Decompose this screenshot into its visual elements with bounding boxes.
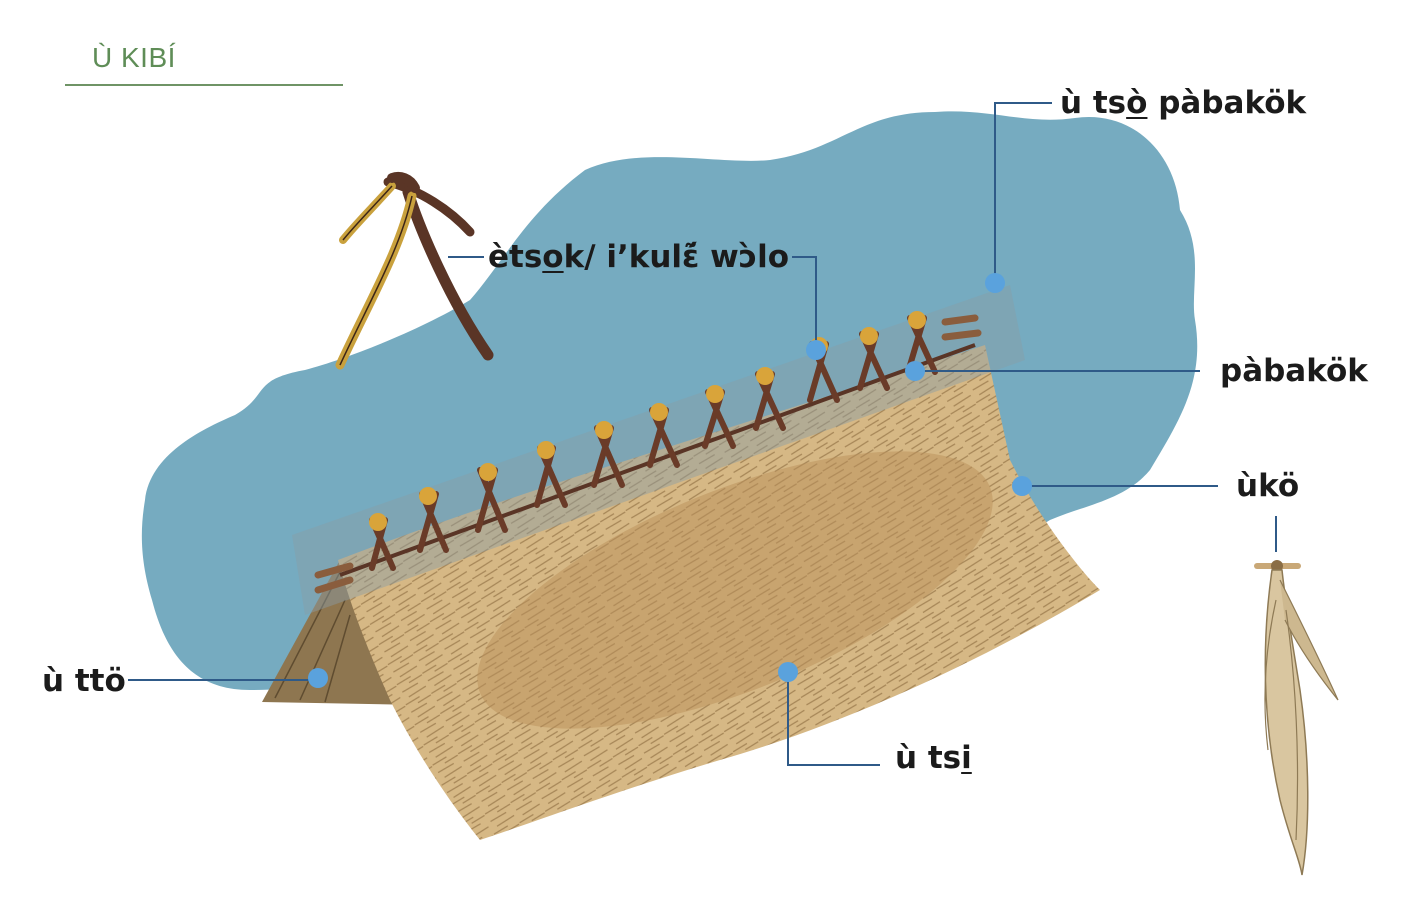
label-text-underlined: o (542, 239, 564, 275)
label-tso-pabakok: ù tsò pàbakök (1060, 88, 1306, 119)
grass-bundle-icon (1254, 560, 1339, 876)
label-utto: ù ttö (42, 663, 126, 699)
leader-lines (128, 102, 1277, 766)
marker-tso-pabakok (985, 273, 1005, 293)
label-text-part: k/ i’kulɛ̃́ wɔ̀lo (563, 239, 790, 275)
markers (308, 273, 1032, 688)
marker-pabakok (905, 361, 925, 381)
label-pabakok: pàbakök (1220, 353, 1368, 389)
page-title: Ù KIBÍ (92, 42, 176, 73)
ridge-strip (292, 285, 1025, 615)
thatch-shading (477, 451, 993, 729)
title-underline (65, 84, 343, 86)
label-tsi: ù tsi (895, 743, 972, 774)
leader-tso-pabakok (994, 102, 1052, 283)
leader-etsok (792, 256, 817, 350)
leader-tsi (787, 672, 880, 766)
label-text-part: pàbakök (1147, 85, 1307, 121)
label-etsok: ètsok/ i’kulɛ̃́ wɔ̀lo (488, 242, 789, 273)
marker-uko (1012, 476, 1032, 496)
marker-tsi (778, 662, 798, 682)
a-frame-sticks-icon (335, 171, 494, 370)
label-text-part: ù ts (895, 740, 962, 776)
label-text-part: èts (488, 239, 543, 275)
marker-utto (308, 668, 328, 688)
label-text-part: ù ts (1060, 85, 1127, 121)
label-text-underlined: i (961, 740, 972, 776)
marker-etsok (806, 340, 826, 360)
ridge-pole (339, 343, 976, 577)
label-text-underlined: ò (1126, 85, 1148, 121)
label-uko: ùkö (1236, 468, 1300, 504)
